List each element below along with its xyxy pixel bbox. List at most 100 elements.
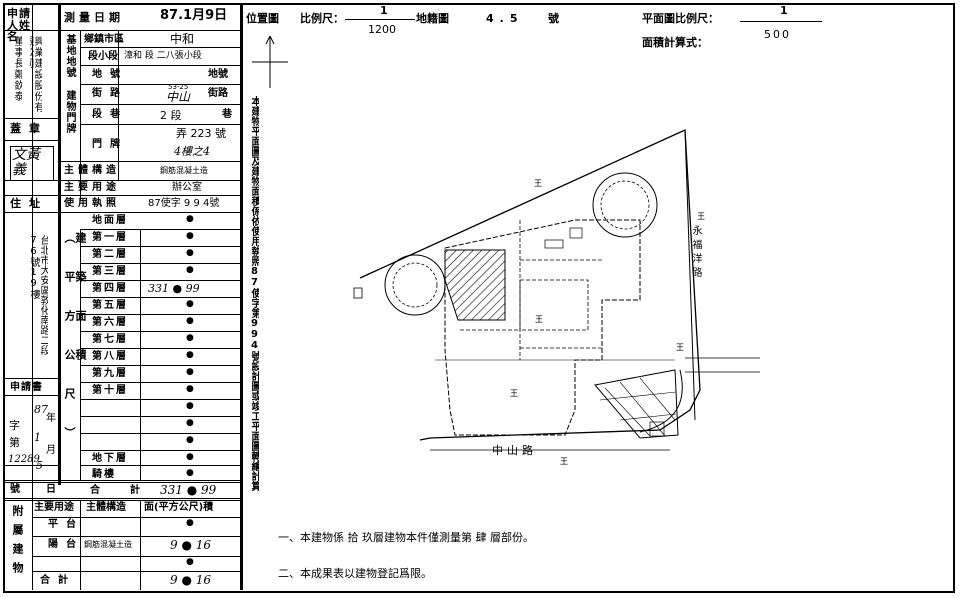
application-number: 12289 (8, 454, 40, 465)
map-mark-1: 王 (534, 179, 542, 188)
plan-scale-numerator: 1 (780, 4, 788, 17)
map-mark-3: 王 (510, 389, 518, 398)
application-hao: 號 (10, 484, 20, 495)
sec-suffix: 巷 (222, 109, 232, 120)
floor-area-value: ● (186, 214, 194, 224)
section-label: 段小段 (88, 51, 118, 62)
attached-name: 平台 (48, 519, 84, 530)
floor-area-value: ● (186, 299, 194, 309)
floor-plan-drawing (353, 129, 760, 451)
floor-area-value: 331 ● 99 (148, 282, 200, 295)
floor-area-value: ● (186, 367, 194, 377)
map-mark-2: 王 (535, 315, 543, 324)
application-zi: 字 (9, 419, 20, 432)
floor-name: 第二層 (92, 249, 128, 260)
floor-name: 第八層 (92, 351, 128, 362)
attached-col-structure: 主體構造 (86, 502, 126, 513)
sec-value: 2 段 (160, 109, 182, 122)
lot-label: 地號 (92, 69, 128, 80)
attached-col-area: 面(平方公尺)積 (144, 502, 214, 513)
applicant-address: 台北市大安區敦化南路二段76號19樓 (28, 235, 48, 355)
location-map-label: 位置圖 (246, 12, 279, 25)
floor-area-value: ● (186, 350, 194, 360)
floor-area-value: ● (186, 384, 194, 394)
plan-scale-denominator: 500 (764, 28, 791, 41)
district-label: 鄉鎮市區 (84, 34, 124, 45)
floor-name: 第九層 (92, 368, 128, 379)
road-east-label: 永福洋路 (690, 225, 701, 281)
floor-name: 第三層 (92, 266, 128, 277)
floor-area-value: ● (186, 435, 194, 445)
floor-area-value: ● (186, 418, 194, 428)
floor-name: 第五層 (92, 300, 128, 311)
floors-label: 建築面積（平方公尺） (63, 232, 87, 466)
usage-label: 主要用途 (64, 182, 120, 193)
application-ri: 日 (46, 484, 56, 495)
note-1: 一、本建物係 拾 玖層建物本件僅測量第 肆 層部份。 (278, 531, 534, 544)
floor-name: 第七層 (92, 334, 128, 345)
cadastral-suffix: 號 (548, 12, 559, 25)
floor-area-value: ● (186, 231, 194, 241)
survey-date-label: 測量日期 (64, 11, 124, 24)
map-mark-6: 王 (697, 212, 705, 221)
floors-total-value: 331 ● 99 (160, 483, 217, 497)
scale-numerator: 1 (380, 4, 388, 17)
plan-scale-label: 平面圖比例尺： (642, 12, 719, 25)
cadastral-value: 4.5 (486, 12, 524, 25)
chairman-name: 董事長鄭欽泰 (12, 36, 22, 102)
scale-denominator: 1200 (368, 23, 396, 36)
cadastral-label: 地籍圖 (416, 12, 449, 25)
attached-label: 附屬建物 (11, 505, 24, 581)
floor-name: 地下層 (92, 453, 128, 464)
floor-name: 騎樓 (92, 469, 116, 480)
floor-area-value: ● (186, 265, 194, 275)
floor-value: 4樓之4 (174, 145, 210, 158)
attached-area-value: ● (186, 557, 194, 567)
street-value: 中山 (166, 90, 191, 104)
floor-name: 地面層 (92, 215, 128, 226)
attached-name: 陽台 (48, 539, 84, 550)
attached-area-value: ● (186, 518, 194, 528)
base-label: 基地地號 (64, 34, 75, 78)
street-note: 53-25 (168, 83, 189, 91)
north-arrow-icon (252, 35, 288, 88)
application-day: 5 (36, 459, 43, 472)
floor-area-value: ● (186, 248, 194, 258)
company-name: 興業建設股份有限公司 (30, 36, 42, 113)
door-number-label: 門牌 (92, 139, 128, 150)
floor-name: 第一層 (92, 232, 128, 243)
floors-total-label: 合計 (90, 485, 170, 496)
application-year-label: 年 (46, 413, 56, 424)
scale-label: 比例尺： (300, 12, 344, 25)
survey-date-value: 87.1月9日 (160, 8, 228, 23)
application-label: 申請書 (10, 382, 43, 393)
area-formula-label: 面積計算式： (642, 36, 708, 49)
floor-area-value: ● (186, 316, 194, 326)
lane-value: 弄 223 號 (176, 127, 226, 140)
permit-value: 87使字 9 9 4號 (148, 198, 220, 209)
attached-col-usage: 主要用途 (34, 502, 74, 513)
section-value: 漳和 段 二八張小段 (124, 51, 202, 61)
attached-total-label: 合計 (40, 575, 76, 586)
form-frame (3, 3, 955, 593)
map-mark-5: 王 (676, 343, 684, 352)
district-value: 中和 (170, 32, 195, 46)
address-label: 住址 (10, 197, 48, 210)
door-label: 建物門牌 (64, 90, 75, 134)
structure-value: 鋼筋混凝土造 (160, 166, 208, 175)
attached-area-value: 9 ● 16 (170, 538, 212, 552)
attached-structure: 鋼筋混凝土造 (84, 540, 132, 549)
application-month-label: 月 (46, 445, 56, 456)
floor-name: 第十層 (92, 385, 128, 396)
floor-name: 第六層 (92, 317, 128, 328)
floor-area-value: ● (186, 401, 194, 411)
usage-value: 辦公室 (172, 182, 202, 193)
attached-total-value: 9 ● 16 (170, 573, 212, 587)
seal-label: 蓋章 (10, 122, 48, 135)
note-2: 二、本成果表以建物登記爲限。 (278, 567, 432, 580)
applicant-header: 申請人姓名 (7, 7, 31, 44)
sec-label: 段巷 (92, 109, 128, 120)
floor-area-value: ● (186, 468, 194, 478)
lot-suffix: 地號 (208, 69, 228, 80)
floor-area-value: ● (186, 333, 194, 343)
